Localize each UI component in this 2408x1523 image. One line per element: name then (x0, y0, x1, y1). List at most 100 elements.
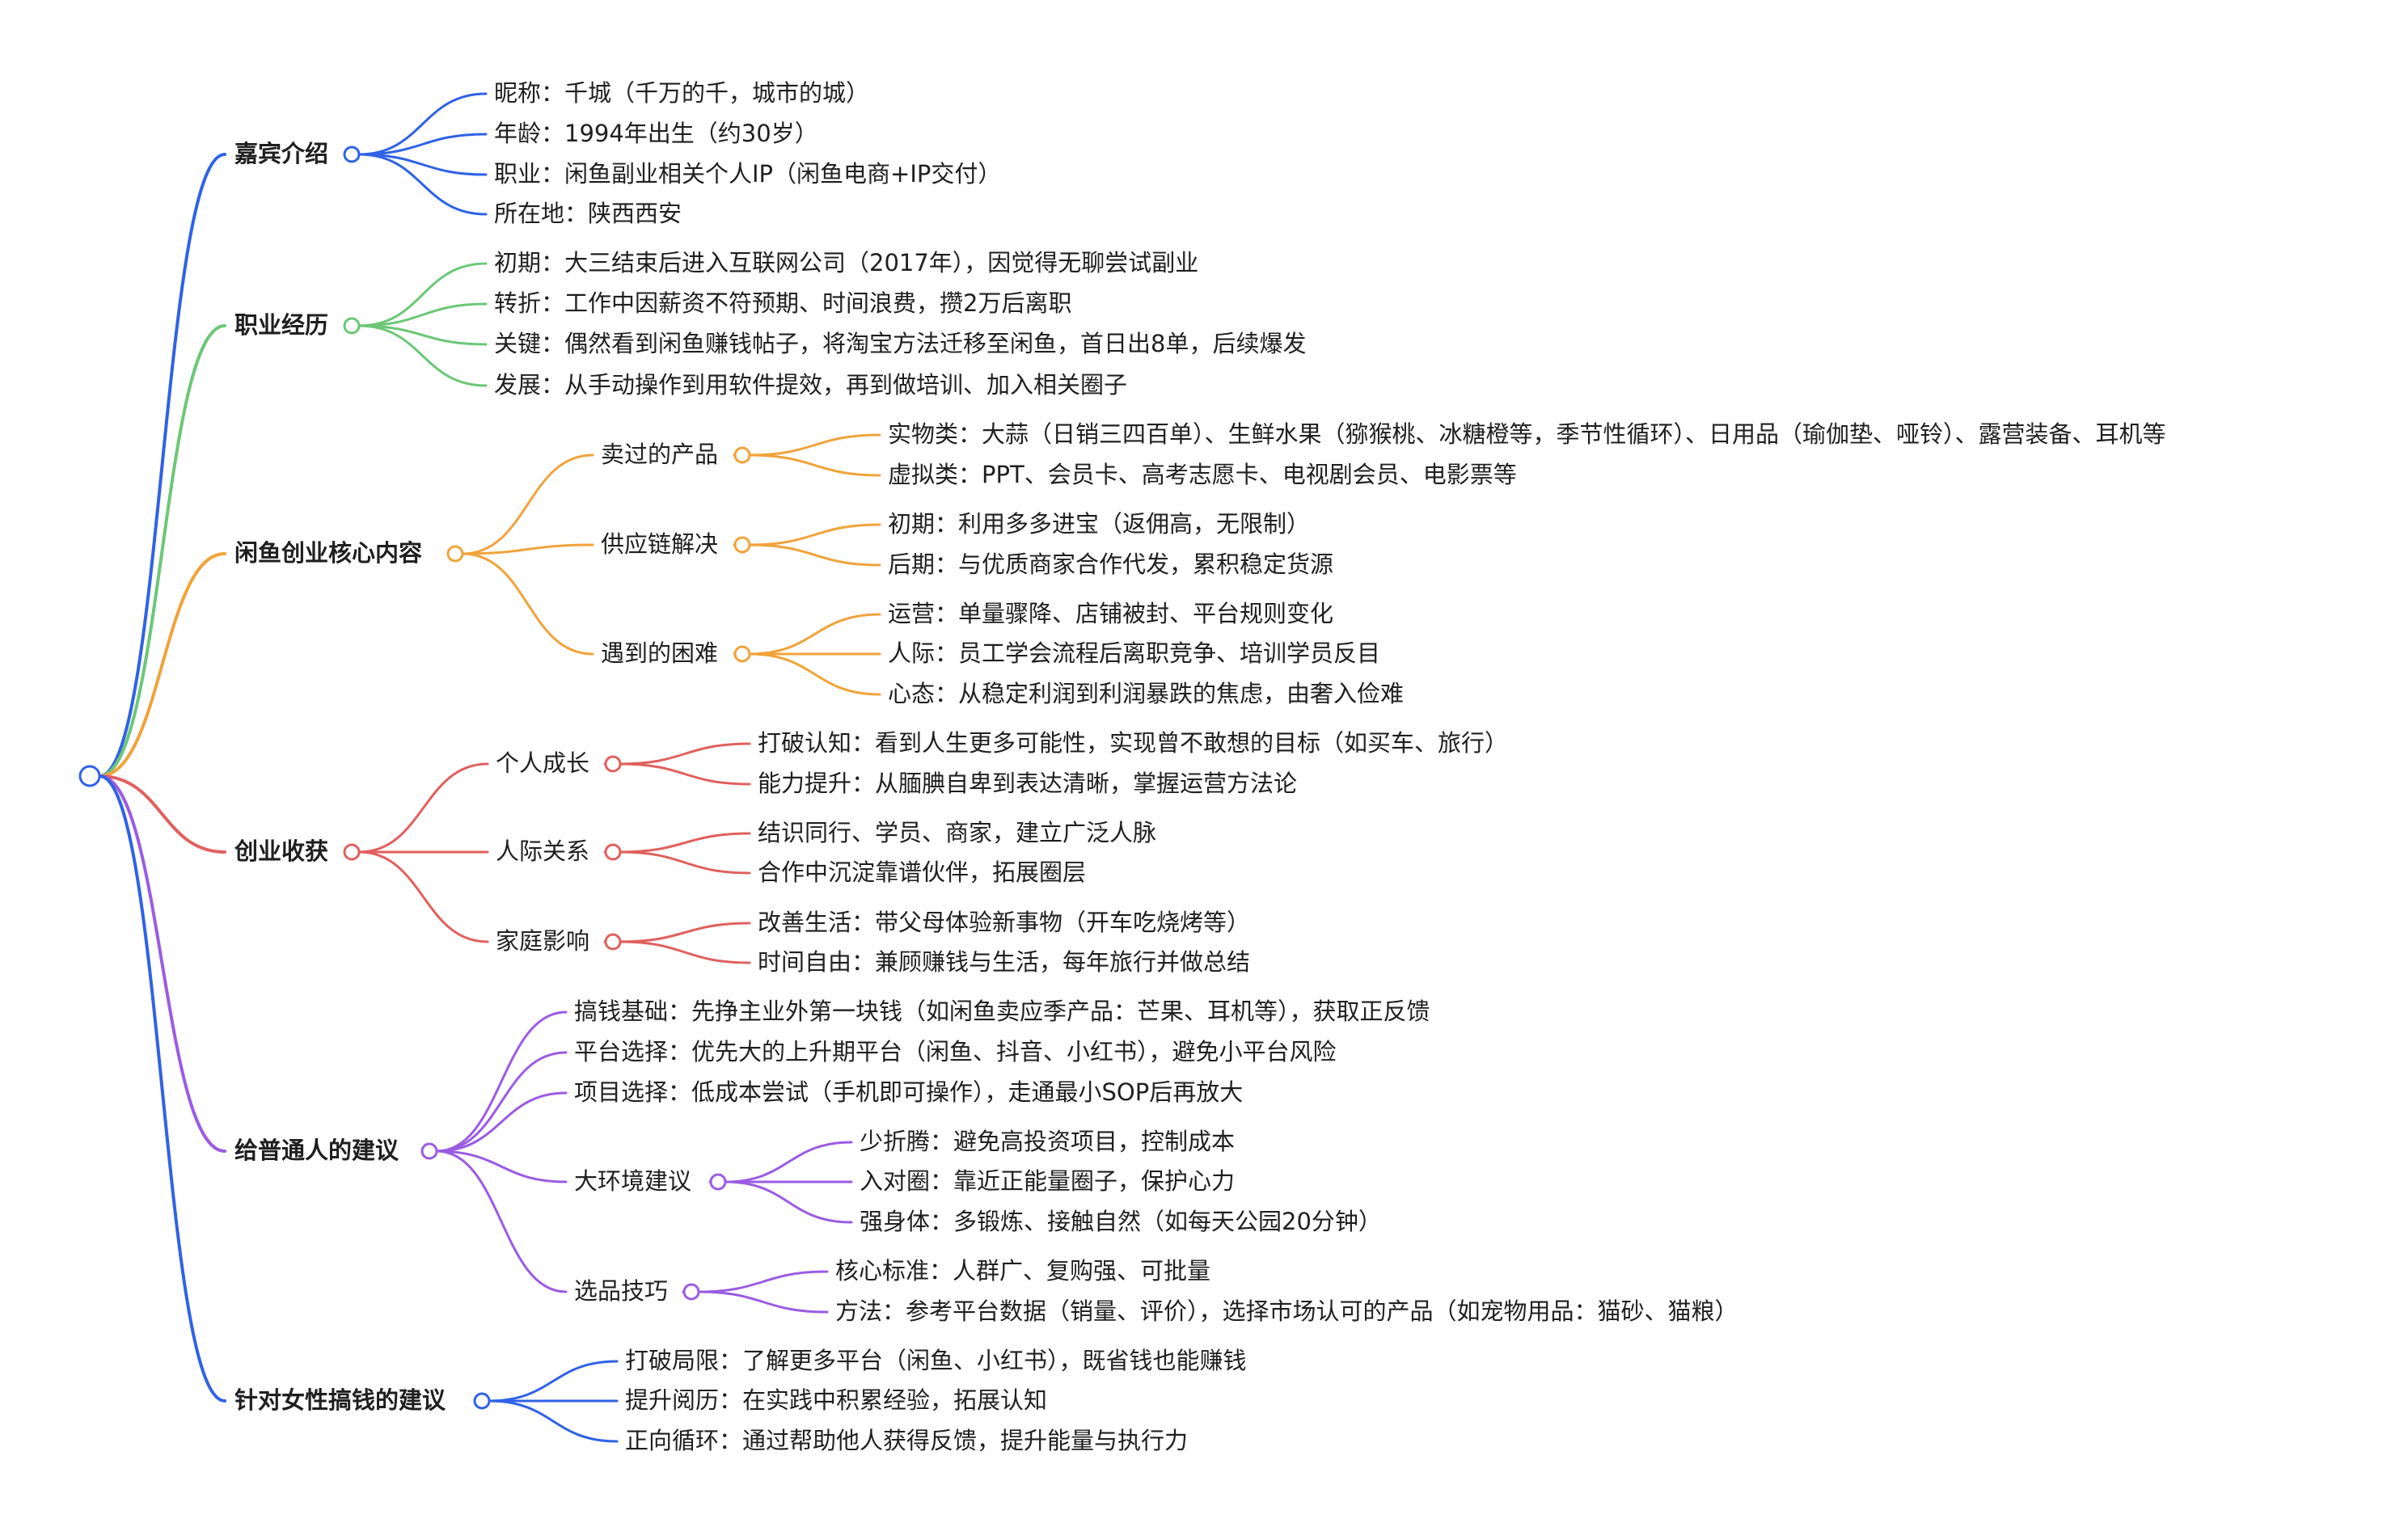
branch-topic[interactable]: 创业收获 (234, 837, 329, 865)
leaf-topic[interactable]: 能力提升：从腼腆自卑到表达清晰，掌握运营方法论 (758, 770, 1298, 797)
connector-line (461, 552, 594, 656)
leaf-topic[interactable]: 平台选择：优先大的上升期平台（闲鱼、抖音、小红书），避免小平台风险 (574, 1038, 1337, 1065)
connector-line (435, 1010, 568, 1153)
connector-line (435, 1051, 568, 1153)
connector-line (461, 454, 594, 555)
collapse-toggle-icon[interactable] (343, 843, 361, 861)
root-node-icon[interactable] (78, 765, 101, 787)
leaf-topic[interactable]: 搞钱基础：先挣主业外第一块钱（如闲鱼卖应季产品：芒果、耳机等），获取正反馈 (574, 998, 1430, 1025)
leaf-topic[interactable]: 改善生活：带父母体验新事物（开车吃烧烤等） (758, 909, 1251, 936)
collapse-toggle-icon[interactable] (446, 545, 464, 563)
connector-line (724, 1180, 853, 1224)
leaf-topic[interactable]: 入对圈：靠近正能量圈子，保护心力 (860, 1167, 1236, 1195)
leaf-topic[interactable]: 昵称：千城（千万的千，城市的城） (494, 79, 870, 107)
leaf-topic[interactable]: 方法：参考平台数据（销量、评价），选择市场认可的产品（如宠物用品：猫砂、猫粮） (835, 1297, 1738, 1325)
subtopic[interactable]: 个人成长 (496, 749, 590, 777)
collapse-toggle-icon[interactable] (682, 1283, 700, 1301)
leaf-topic[interactable]: 强身体：多锻炼、接触自然（如每天公园20分钟） (860, 1208, 1382, 1235)
connector-line (619, 850, 751, 875)
subtopic[interactable]: 遇到的困难 (601, 639, 719, 667)
connector-line (357, 262, 488, 327)
branch-topic[interactable]: 针对女性搞钱的建议 (234, 1386, 446, 1414)
collapse-toggle-icon[interactable] (420, 1142, 438, 1160)
leaf-topic[interactable]: 发展：从手动操作到用软件提效，再到做培训、加入相关圈子 (494, 371, 1128, 399)
collapse-toggle-icon[interactable] (604, 755, 622, 773)
connector-line (748, 523, 881, 546)
branch-topic[interactable]: 闲鱼创业核心内容 (234, 539, 423, 567)
leaf-topic[interactable]: 时间自由：兼顾赚钱与生活，每年旅行并做总结 (758, 948, 1251, 976)
connector-line (748, 652, 881, 696)
leaf-topic[interactable]: 打破认知：看到人生更多可能性，实现曾不敢想的目标（如买车、旅行） (758, 729, 1509, 757)
leaf-topic[interactable]: 年龄：1994年出生（约30岁） (494, 120, 818, 147)
leaf-topic[interactable]: 初期：利用多多进宝（返佣高，无限制） (888, 510, 1311, 538)
connector-line (488, 1360, 619, 1403)
leaf-topic[interactable]: 后期：与优质商家合作代发，累积稳定货源 (888, 551, 1334, 578)
connector-line (357, 153, 488, 176)
connector-line (619, 940, 751, 964)
collapse-toggle-icon[interactable] (733, 645, 751, 663)
collapse-toggle-icon[interactable] (733, 446, 751, 464)
subtopic[interactable]: 大环境建议 (574, 1167, 692, 1195)
branch-connector-line (98, 324, 226, 778)
leaf-topic[interactable]: 心态：从稳定利润到利润暴跌的焦虑，由奢入俭难 (888, 680, 1405, 707)
collapse-toggle-icon[interactable] (604, 933, 622, 951)
branch-connector-line (98, 774, 226, 1403)
leaf-topic[interactable]: 少折腾：避免高投资项目，控制成本 (860, 1128, 1236, 1155)
branch-connector-line (98, 153, 226, 778)
subtopic[interactable]: 供应链解决 (601, 530, 719, 558)
leaf-topic[interactable]: 所在地：陕西西安 (494, 200, 682, 227)
leaf-topic[interactable]: 合作中沉淀靠谱伙伴，拓展圈层 (758, 859, 1087, 886)
connector-line (697, 1270, 829, 1293)
connector-line (461, 543, 594, 555)
connector-line (748, 543, 881, 567)
leaf-topic[interactable]: 关键：偶然看到闲鱼赚钱帖子，将淘宝方法迁移至闲鱼，首日出8单，后续爆发 (494, 330, 1307, 357)
leaf-topic[interactable]: 提升阅历：在实践中积累经验，拓展认知 (625, 1386, 1048, 1414)
branch-topic[interactable]: 嘉宾介绍 (234, 140, 329, 167)
leaf-topic[interactable]: 项目选择：低成本尝试（手机即可操作），走通最小SOP后再放大 (574, 1078, 1244, 1106)
leaf-topic[interactable]: 人际：员工学会流程后离职竞争、培训学员反目 (888, 639, 1381, 667)
leaf-topic[interactable]: 实物类：大蒜（日销三四百单）、生鲜水果（猕猴桃、冰糖橙等，季节性循环）、日用品（… (888, 420, 2166, 448)
collapse-toggle-icon[interactable] (343, 146, 361, 163)
connector-line (748, 454, 881, 477)
leaf-topic[interactable]: 转折：工作中因薪资不符预期、时间浪费，攒2万后离职 (494, 289, 1072, 317)
connector-line (357, 762, 489, 854)
connector-line (357, 850, 489, 943)
connector-line (435, 1150, 568, 1183)
connector-line (697, 1290, 829, 1314)
connector-line (357, 153, 488, 216)
collapse-toggle-icon[interactable] (473, 1392, 491, 1410)
collapse-toggle-icon[interactable] (343, 317, 361, 335)
leaf-topic[interactable]: 打破局限：了解更多平台（闲鱼、小红书），既省钱也能赚钱 (625, 1347, 1247, 1374)
collapse-toggle-icon[interactable] (733, 536, 751, 554)
leaf-topic[interactable]: 正向循环：通过帮助他人获得反馈，提升能量与执行力 (625, 1427, 1189, 1454)
connector-line (435, 1150, 568, 1293)
subtopic[interactable]: 选品技巧 (574, 1277, 669, 1305)
connector-line (619, 832, 751, 854)
connector-line (619, 762, 751, 786)
leaf-topic[interactable]: 结识同行、学员、商家，建立广泛人脉 (758, 819, 1157, 846)
branch-topic[interactable]: 给普通人的建议 (234, 1137, 399, 1164)
leaf-topic[interactable]: 虚拟类：PPT、会员卡、高考志愿卡、电视剧会员、电影票等 (888, 461, 1517, 488)
connector-line (435, 1091, 568, 1153)
connector-line (619, 742, 751, 766)
leaf-topic[interactable]: 初期：大三结束后进入互联网公司（2017年），因觉得无聊尝试副业 (494, 249, 1199, 276)
subtopic[interactable]: 家庭影响 (496, 927, 590, 955)
connector-line (488, 1399, 619, 1443)
connector-line (357, 324, 488, 387)
branch-topic[interactable]: 职业经历 (234, 311, 329, 339)
collapse-toggle-icon[interactable] (604, 843, 622, 861)
collapse-toggle-icon[interactable] (709, 1173, 727, 1191)
subtopic[interactable]: 人际关系 (496, 837, 590, 865)
branch-connector-line (98, 774, 226, 1153)
connector-line (748, 613, 881, 656)
connector-line (357, 133, 488, 156)
subtopic[interactable]: 卖过的产品 (601, 441, 719, 468)
branch-connector-line (98, 774, 226, 854)
leaf-topic[interactable]: 职业：闲鱼副业相关个人IP（闲鱼电商+IP交付） (494, 160, 1002, 188)
branch-connector-line (98, 552, 226, 778)
leaf-topic[interactable]: 运营：单量骤降、店铺被封、平台规则变化 (888, 600, 1334, 627)
leaf-topic[interactable]: 核心标准：人群广、复购强、可批量 (835, 1257, 1211, 1285)
connector-line (357, 324, 488, 346)
